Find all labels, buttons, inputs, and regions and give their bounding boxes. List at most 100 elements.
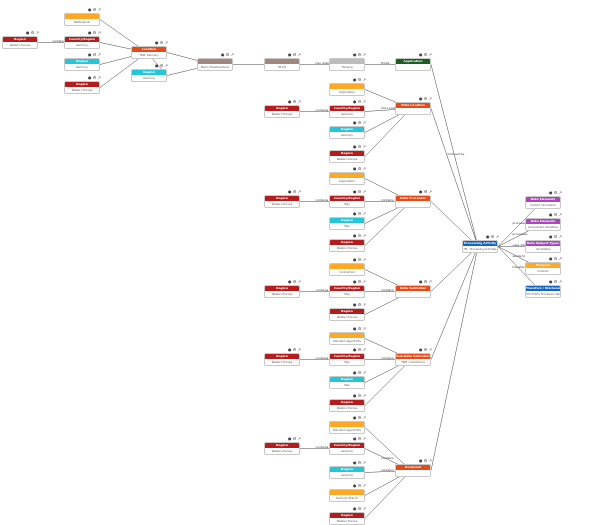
node-n11[interactable]: Application [395,58,431,71]
node-n13[interactable]: Organization [329,83,365,96]
node-toolbar-icons[interactable]: ● ⚙ ↗ [549,234,562,239]
node-toolbar-icons[interactable]: ● ⚙ ↗ [26,30,39,35]
node-toolbar-icons[interactable]: ● ⚙ ↗ [486,234,499,239]
node-toolbar-icons[interactable]: ● ⚙ ↗ [419,52,432,57]
edge-label: contains [381,467,394,472]
node-toolbar-icons[interactable]: ● ⚙ ↗ [353,257,366,262]
node-toolbar-icons[interactable]: ● ⚙ ↗ [88,75,101,80]
node-toolbar-icons[interactable]: ● ⚙ ↗ [419,347,432,352]
node-toolbar-icons[interactable]: ● ⚙ ↗ [353,302,366,307]
node-label: Germany Branch [336,497,358,500]
node-toolbar-icons[interactable]: ● ⚙ ↗ [419,279,432,284]
node-toolbar-icons[interactable]: ● ⚙ ↗ [288,99,301,104]
node-toolbar-icons[interactable]: ● ⚙ ↗ [353,370,366,375]
node-n8[interactable]: Berlin (Headquarters) [197,58,233,71]
node-type [198,59,232,64]
node-toolbar-icons[interactable]: ● ⚙ ↗ [353,483,366,488]
node-toolbar-icons[interactable]: ● ⚙ ↗ [353,436,366,441]
node-n25[interactable]: Contractual [329,263,365,276]
node-toolbar-icons[interactable]: ● ⚙ ↗ [221,52,234,57]
node-n10[interactable]: Thinking [329,58,365,71]
node-n17[interactable]: Data Location [395,102,431,115]
node-toolbar-icons[interactable]: ● ⚙ ↗ [353,77,366,82]
node-toolbar-icons[interactable]: ● ⚙ ↗ [353,144,366,149]
node-toolbar-icons[interactable]: ● ⚙ ↗ [88,52,101,57]
node-toolbar-icons[interactable]: ● ⚙ ↗ [353,415,366,420]
edge-label: uses data [512,242,528,247]
edge-n28-n42 [430,246,479,292]
node-toolbar-icons[interactable]: ● ⚙ ↗ [353,189,366,194]
node-n35[interactable]: Standard Legal Entity [329,421,365,434]
node-toolbar-icons[interactable]: ● ⚙ ↗ [419,96,432,101]
node-toolbar-icons[interactable]: ● ⚙ ↗ [353,99,366,104]
node-toolbar-icons[interactable]: ● ⚙ ↗ [353,393,366,398]
node-toolbar-icons[interactable]: ● ⚙ ↗ [353,211,366,216]
node-toolbar-icons[interactable]: ● ⚙ ↗ [549,212,562,217]
node-n23[interactable]: Data Processor [395,195,431,208]
node-toolbar-icons[interactable]: ● ⚙ ↗ [353,506,366,511]
node-n28[interactable]: Data Controller [395,285,431,298]
node-toolbar-icons[interactable]: ● ⚙ ↗ [549,256,562,261]
node-toolbar-icons[interactable]: ● ⚙ ↗ [549,279,562,284]
node-toolbar-icons[interactable]: ● ⚙ ↗ [353,347,366,352]
node-toolbar-icons[interactable]: ● ⚙ ↗ [353,233,366,238]
node-toolbar-icons[interactable]: ● ⚙ ↗ [288,189,301,194]
node-toolbar-icons[interactable]: ● ⚙ ↗ [288,347,301,352]
node-n2[interactable]: Netherlands [64,13,100,26]
node-toolbar-icons[interactable]: ● ⚙ ↗ [353,52,366,57]
node-toolbar-icons[interactable]: ● ⚙ ↗ [419,189,432,194]
node-n19[interactable]: Organization [329,172,365,185]
node-toolbar-icons[interactable]: ● ⚙ ↗ [353,279,366,284]
node-toolbar-icons[interactable]: ● ⚙ ↗ [549,190,562,195]
node-toolbar-icons[interactable]: ● ⚙ ↗ [155,40,168,45]
node-toolbar-icons[interactable]: ● ⚙ ↗ [88,7,101,12]
node-type: Region [265,196,299,201]
node-toolbar-icons[interactable]: ● ⚙ ↗ [353,460,366,465]
node-n9[interactable]: TB Ltd [264,58,300,71]
node-toolbar-icons[interactable]: ● ⚙ ↗ [353,120,366,125]
node-n41[interactable]: Recipient [395,464,431,477]
node-toolbar-icons[interactable]: ● ⚙ ↗ [419,458,432,463]
node-n39[interactable]: Germany Branch [329,489,365,502]
node-toolbar-icons[interactable]: ● ⚙ ↗ [288,436,301,441]
node-n29[interactable]: Standard Legal Entity [329,332,365,345]
node-toolbar-icons[interactable]: ● ⚙ ↗ [88,30,101,35]
node-toolbar-icons[interactable]: ● ⚙ ↗ [155,63,168,68]
node-toolbar-icons[interactable]: ● ⚙ ↗ [288,52,301,57]
node-toolbar-icons[interactable]: ● ⚙ ↗ [288,279,301,284]
node-toolbar-icons[interactable]: ● ⚙ ↗ [353,166,366,171]
node-toolbar-icons[interactable]: ● ⚙ ↗ [353,326,366,331]
